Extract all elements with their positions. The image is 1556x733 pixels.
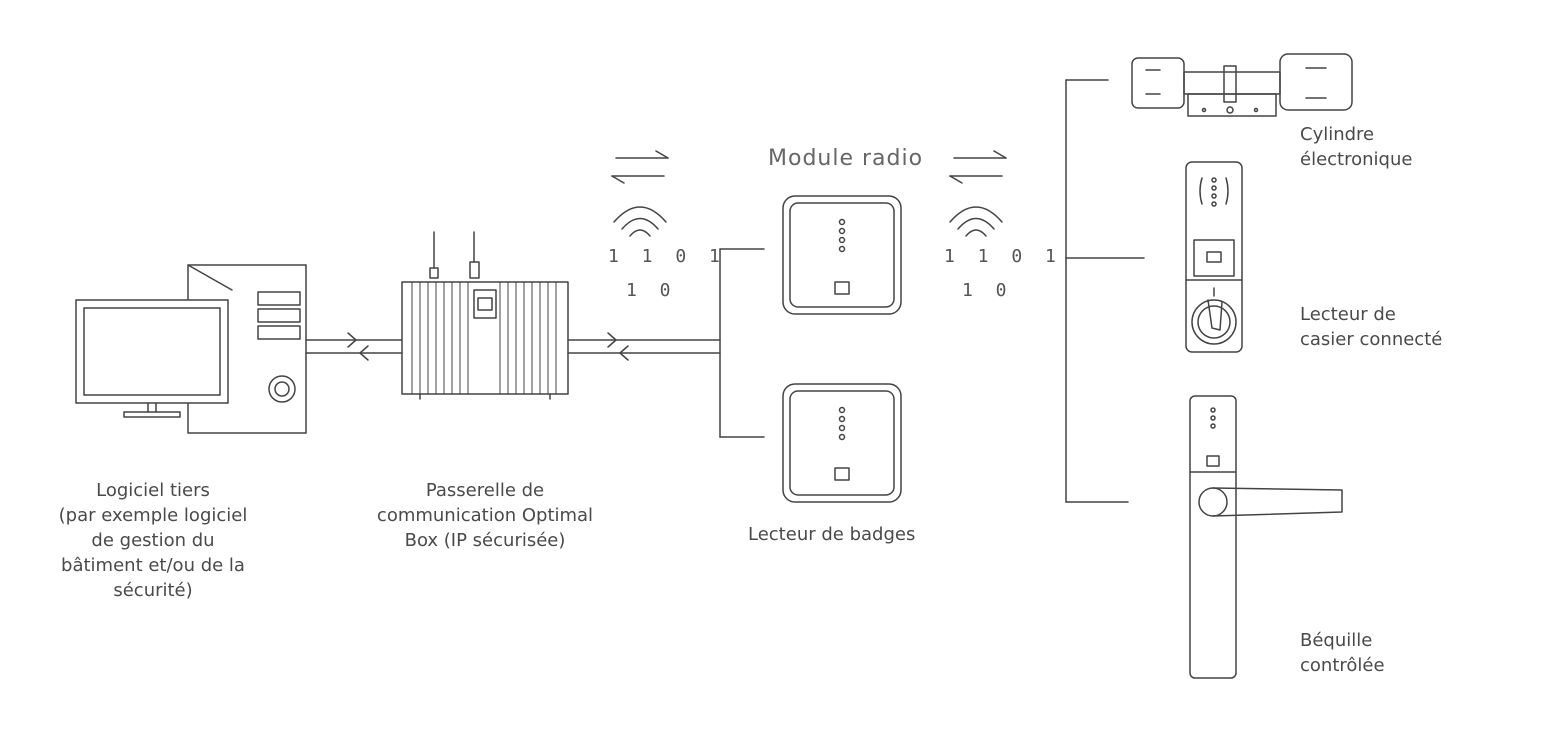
binary-left-line1: 1 1 0 1 <box>608 246 726 267</box>
wifi-icon-right <box>949 206 1003 237</box>
exchange-arrows-icon-right <box>949 150 1007 184</box>
locker-reader-icon <box>1185 161 1243 353</box>
handle-label: Béquille contrôlée <box>1300 630 1385 676</box>
gateway-label: Passerelle de communication Optimal Box … <box>376 480 594 551</box>
link-computer-gateway <box>305 332 403 361</box>
controlled-handle-icon <box>1189 395 1343 679</box>
badge-reader-icon <box>782 383 902 503</box>
badge-reader-label: Lecteur de badges <box>748 524 916 545</box>
computer-icon <box>75 264 307 434</box>
software-label: Logiciel tiers (par exemple logiciel de … <box>58 480 248 601</box>
cylinder-label: Cylindre électronique <box>1300 124 1413 170</box>
gateway-box-icon <box>401 231 569 400</box>
binary-left-line2: 1 0 <box>626 280 677 301</box>
locker-reader-label: Lecteur de casier connecté <box>1300 304 1443 350</box>
exchange-arrows-icon-left <box>611 150 669 184</box>
module-radio-title: Module radio <box>768 146 924 171</box>
wifi-icon-left <box>613 206 667 237</box>
link-gateway-radio <box>567 248 765 438</box>
binary-right-line1: 1 1 0 1 <box>944 246 1062 267</box>
device-bus <box>1065 79 1145 503</box>
electronic-cylinder-icon <box>1131 53 1353 117</box>
binary-right-line2: 1 0 <box>962 280 1013 301</box>
radio-module-icon <box>782 195 902 315</box>
